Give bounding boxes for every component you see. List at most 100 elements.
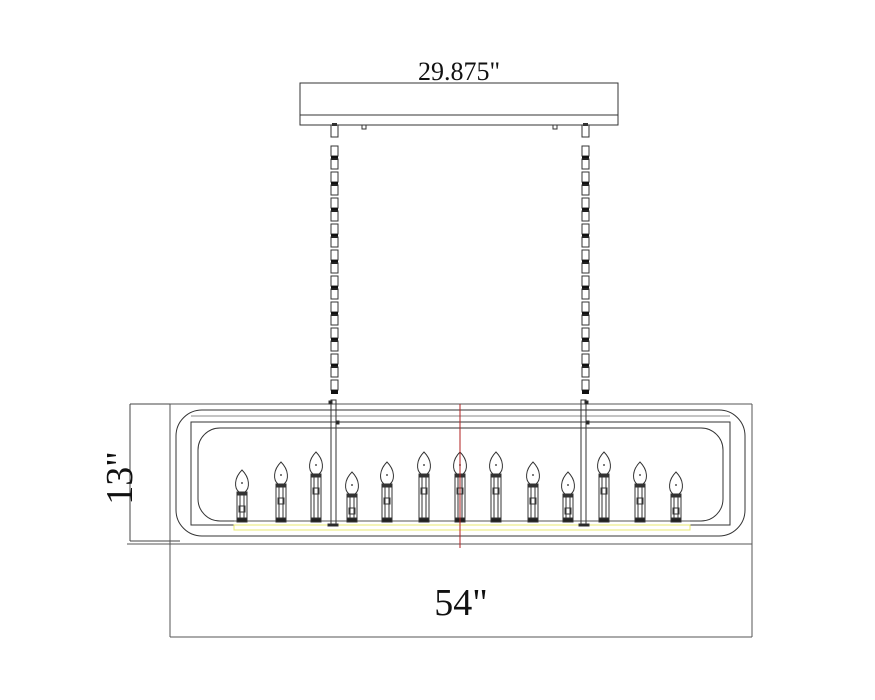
chain-link-dark bbox=[331, 260, 338, 264]
candle-socket-detail bbox=[636, 497, 644, 505]
chain-link bbox=[330, 327, 339, 339]
width-dimension bbox=[127, 403, 753, 638]
chain-link bbox=[581, 249, 590, 261]
chain-link bbox=[581, 236, 590, 248]
candle-cup bbox=[598, 517, 610, 523]
candle-cup bbox=[562, 517, 574, 523]
candle-socket-detail bbox=[383, 497, 391, 505]
candle-socket-cap bbox=[670, 493, 682, 498]
down-rod-left bbox=[330, 399, 337, 526]
bulb-flame bbox=[345, 471, 359, 495]
chain-link bbox=[330, 379, 339, 391]
rod-clamp-right-bottom bbox=[585, 420, 590, 425]
candle-socket-detail bbox=[277, 497, 285, 505]
canopy bbox=[299, 82, 619, 130]
bulb-flame bbox=[669, 471, 683, 495]
chain-link-dark bbox=[331, 312, 338, 316]
bulb-flame bbox=[489, 451, 503, 475]
fixture-width-label: 54" bbox=[434, 582, 488, 624]
candle-socket-detail bbox=[492, 487, 500, 495]
bulb-filament bbox=[280, 474, 282, 476]
bulb-flame bbox=[526, 461, 540, 485]
candle-socket-detail bbox=[238, 505, 246, 513]
chain-link-dark bbox=[331, 390, 338, 394]
chain-link-dark bbox=[331, 234, 338, 238]
candle-sleeve bbox=[490, 473, 502, 521]
bulb-filament bbox=[495, 464, 497, 466]
candle bbox=[561, 471, 575, 523]
chain-link bbox=[581, 171, 590, 183]
chain-link bbox=[330, 249, 339, 261]
candle-socket-cap bbox=[562, 493, 574, 498]
chain-link bbox=[581, 288, 590, 300]
chain-link bbox=[581, 379, 590, 391]
candle-sleeve bbox=[598, 473, 610, 521]
chain-link bbox=[581, 314, 590, 326]
bulb-filament bbox=[315, 464, 317, 466]
candle-base-strip bbox=[233, 524, 691, 531]
chain-hook-cap bbox=[583, 123, 588, 126]
chain-link-dark bbox=[582, 182, 589, 186]
chain-link bbox=[581, 366, 590, 378]
chain-link bbox=[581, 301, 590, 313]
candle bbox=[345, 471, 359, 523]
candle-socket-detail bbox=[600, 487, 608, 495]
chain-link bbox=[330, 184, 339, 196]
bulb-flame bbox=[274, 461, 288, 485]
bulb-flame bbox=[235, 469, 249, 493]
candle-cup bbox=[381, 517, 393, 523]
rod-clamp-left-top bbox=[328, 400, 333, 405]
candle-socket-detail bbox=[672, 507, 680, 515]
candle bbox=[669, 471, 683, 523]
candle-socket-detail bbox=[564, 507, 572, 515]
chain-link-dark bbox=[331, 286, 338, 290]
candle bbox=[526, 461, 540, 523]
candle-socket-cap bbox=[598, 473, 610, 478]
down-rods bbox=[327, 399, 590, 527]
candle-socket-cap bbox=[634, 483, 646, 488]
bulb-filament bbox=[351, 484, 353, 486]
candle-cup bbox=[236, 517, 248, 523]
chain-link-dark bbox=[582, 286, 589, 290]
chain-link bbox=[581, 340, 590, 352]
chain-link bbox=[330, 145, 339, 157]
chain-link bbox=[581, 158, 590, 170]
chain-link bbox=[330, 366, 339, 378]
chain-link bbox=[330, 340, 339, 352]
down-rod-right bbox=[580, 399, 587, 526]
candle-cup bbox=[670, 517, 682, 523]
canopy-body bbox=[299, 82, 619, 126]
canopy-width-label: 29.875" bbox=[417, 57, 501, 86]
candle-socket-cap bbox=[490, 473, 502, 478]
bulb-flame bbox=[633, 461, 647, 485]
rod-clamp-right-top bbox=[584, 400, 589, 405]
candle-socket-cap bbox=[346, 493, 358, 498]
bulb-filament bbox=[639, 474, 641, 476]
bulb-flame bbox=[380, 461, 394, 485]
candle bbox=[597, 451, 611, 523]
bulb-flame bbox=[309, 451, 323, 475]
bulb-flame bbox=[417, 451, 431, 475]
chain-link bbox=[581, 223, 590, 235]
bulb-filament bbox=[675, 484, 677, 486]
chain-link-dark bbox=[331, 182, 338, 186]
candle-cup bbox=[490, 517, 502, 523]
chain-link bbox=[330, 353, 339, 365]
chain-link-dark bbox=[582, 156, 589, 160]
candle-socket-detail bbox=[312, 487, 320, 495]
candle-socket-cap bbox=[310, 473, 322, 478]
candle-sleeve bbox=[562, 493, 574, 521]
chain-link bbox=[581, 197, 590, 209]
bulb-flame bbox=[561, 471, 575, 495]
candle-cup bbox=[346, 517, 358, 523]
candle-socket-detail bbox=[348, 507, 356, 515]
candle bbox=[489, 451, 503, 523]
candle-socket-detail bbox=[529, 497, 537, 505]
chain-link bbox=[330, 262, 339, 274]
candle-sleeve bbox=[310, 473, 322, 521]
candle-cup bbox=[527, 517, 539, 523]
candle-cup bbox=[310, 517, 322, 523]
bulb-filament bbox=[241, 482, 243, 484]
chain-link bbox=[581, 327, 590, 339]
